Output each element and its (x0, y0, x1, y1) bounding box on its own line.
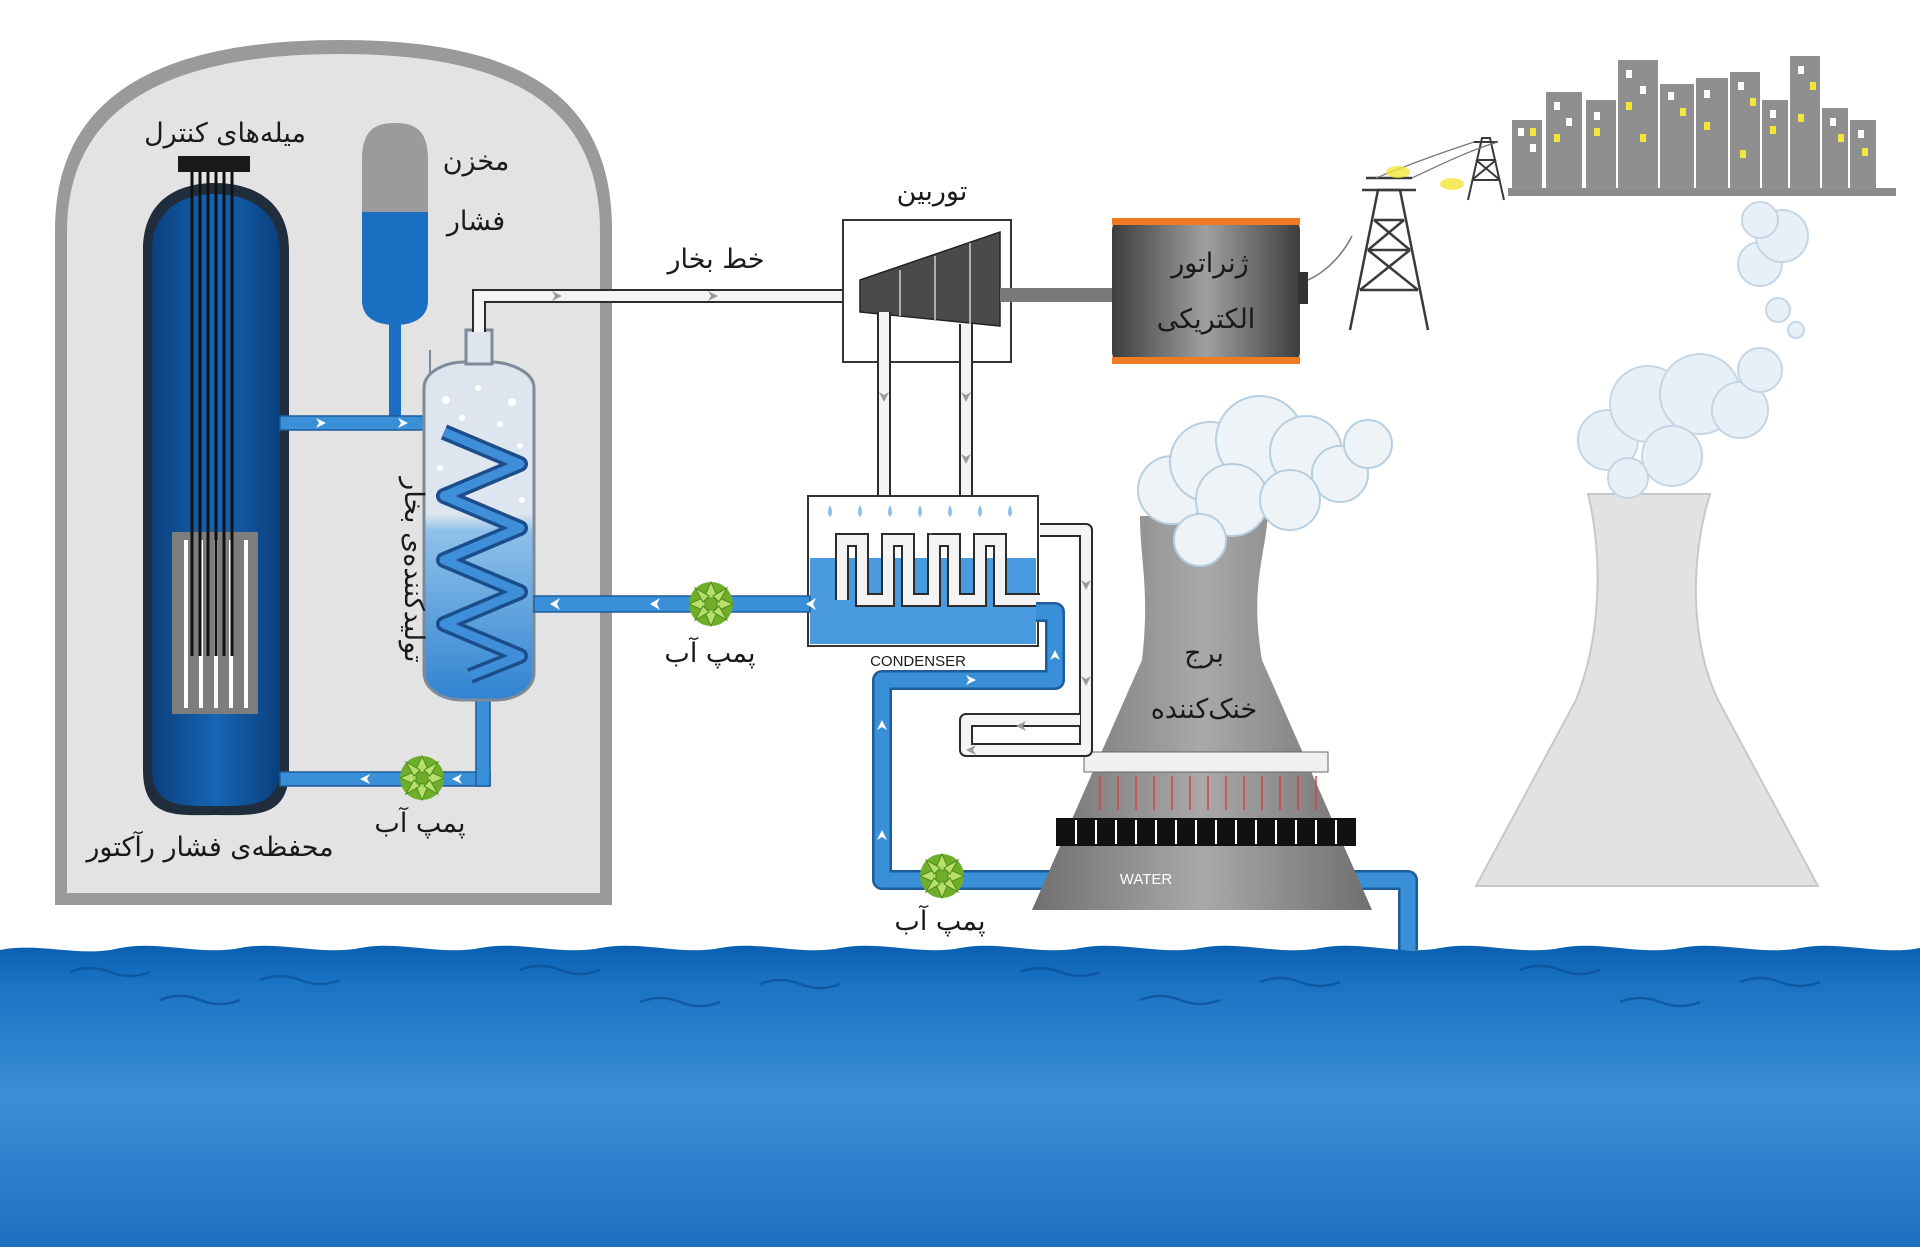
water-pump-2 (687, 580, 735, 628)
cooling-tower (1032, 516, 1372, 910)
city-skyline (1508, 56, 1896, 196)
condenser (807, 495, 1050, 647)
spark-glow (1440, 178, 1464, 190)
label-steam-generator: تولیدکننده‌ی بخار (398, 475, 429, 662)
label-control-rods: میله‌های کنترل (144, 118, 306, 149)
label-turbine: توربین (897, 176, 968, 207)
label-water: WATER (1120, 871, 1173, 888)
steam-line (472, 289, 860, 332)
transmission-tower-small (1467, 137, 1505, 201)
transmission-tower-large (1348, 176, 1430, 331)
warm-water-return-pipe (959, 523, 1093, 757)
water-pump-1 (398, 754, 446, 802)
label-condenser: CONDENSER (870, 653, 966, 670)
control-rods (178, 156, 250, 656)
steam-cloud-front (1137, 395, 1393, 567)
label-pressurizer-line1: مخزن (443, 146, 510, 177)
pressurizer (362, 123, 428, 420)
label-generator-line1: ژنراتور (1169, 248, 1248, 279)
electric-generator (1112, 218, 1353, 364)
steam-cloud-background (1577, 201, 1809, 499)
turbine (842, 219, 1115, 510)
label-steam-line: خط بخار (665, 244, 764, 275)
label-pump-3: پمپ آب (894, 905, 985, 937)
spark-glow (1386, 166, 1410, 178)
label-reactor-vessel: محفظه‌ی فشار رآکتور (84, 831, 333, 863)
label-pressurizer-line2: فشار (445, 206, 505, 237)
flow-arrows-primary (316, 418, 462, 784)
steam-generator (422, 328, 536, 702)
label-pump-2: پمپ آب (664, 637, 755, 669)
label-cooling-tower-line1: برج (1184, 638, 1224, 669)
secondary-feedwater-pipes (533, 595, 811, 613)
label-pump-1: پمپ آب (374, 807, 465, 839)
water-pump-3 (918, 852, 966, 900)
label-cooling-tower-line2: خنک‌کننده (1151, 694, 1257, 725)
label-generator-line2: الکتریکی (1157, 304, 1256, 335)
sea (0, 945, 1920, 1247)
cooling-tower-background (1474, 493, 1820, 887)
